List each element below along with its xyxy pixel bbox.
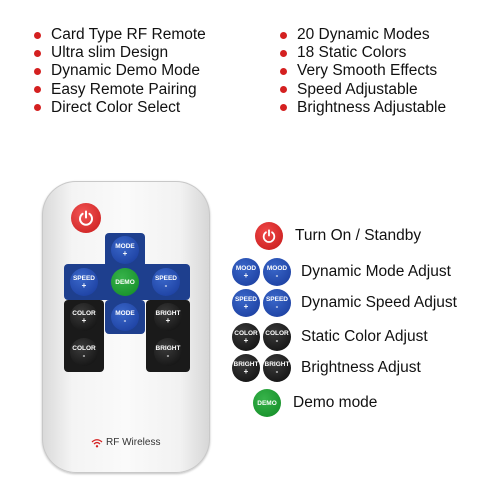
button-label: BRIGHT [155, 309, 181, 317]
power-button[interactable] [71, 203, 101, 233]
legend-speed: SPEED+ SPEED- Dynamic Speed Adjust [232, 289, 457, 317]
button-sign: + [122, 248, 128, 258]
bullet-icon [280, 31, 287, 39]
button-label: SPEED [72, 274, 96, 282]
legend-label: Static Color Adjust [301, 328, 428, 345]
button-sign: + [81, 315, 87, 325]
rf-wireless-label: RF Wireless [91, 437, 160, 448]
rf-remote: MODE + SPEED + DEMO SPEED - COLOR + MODE… [42, 181, 210, 473]
button-sign: - [82, 350, 86, 360]
button-label: SPEED [154, 274, 178, 282]
bright-up-button[interactable]: BRIGHT + [154, 303, 182, 331]
legend-label: Turn On / Standby [295, 227, 422, 244]
button-label: COLOR [72, 309, 96, 317]
button-sign: - [164, 280, 168, 290]
bullet-icon [34, 104, 41, 112]
bullet-icon [280, 86, 287, 94]
speed-up-button[interactable]: SPEED + [70, 268, 98, 296]
bullet-icon [280, 49, 287, 57]
feature-item: 18 Static Colors [280, 44, 446, 62]
bright-minus-icon: BRIGHT- [263, 354, 291, 382]
button-label: MODE [115, 309, 135, 317]
power-icon [255, 222, 283, 250]
color-minus-icon: COLOR- [263, 323, 291, 351]
bullet-icon [34, 86, 41, 94]
feature-text: Easy Remote Pairing [51, 80, 197, 98]
feature-text: 20 Dynamic Modes [297, 26, 430, 43]
feature-text: Brightness Adjustable [297, 98, 447, 116]
bullet-icon [34, 49, 41, 57]
legend-label: Dynamic Mode Adjust [301, 263, 451, 280]
feature-text: 18 Static Colors [297, 44, 407, 62]
bullet-icon [34, 68, 41, 75]
bullet-icon [280, 68, 287, 75]
bullet-icon [34, 31, 41, 39]
feature-item: Easy Remote Pairing [34, 81, 206, 99]
mode-up-button[interactable]: MODE + [111, 236, 139, 264]
button-label: COLOR [72, 344, 96, 352]
button-sign: - [166, 350, 170, 360]
feature-text: Direct Color Select [51, 98, 181, 116]
feature-text: Card Type RF Remote [51, 26, 206, 43]
color-down-button[interactable]: COLOR - [70, 338, 98, 366]
legend-mood: MOOD+ MOOD- Dynamic Mode Adjust [232, 258, 451, 286]
feature-text: Ultra slim Design [51, 44, 169, 62]
power-icon [79, 210, 93, 226]
bright-plus-icon: BRIGHT+ [232, 354, 260, 382]
speed-plus-icon: SPEED+ [232, 289, 260, 317]
feature-text: Speed Adjustable [297, 80, 418, 98]
legend-label: Brightness Adjust [301, 359, 421, 376]
button-sign: + [165, 315, 171, 325]
speed-down-button[interactable]: SPEED - [152, 268, 180, 296]
legend-demo: DEMO Demo mode [253, 389, 377, 417]
legend-power: Turn On / Standby [255, 222, 421, 250]
wifi-icon [91, 438, 103, 447]
mode-down-button[interactable]: MODE - [111, 303, 139, 331]
feature-item: Very Smooth Effects [280, 62, 446, 80]
bullet-icon [280, 104, 287, 112]
button-label: MODE [115, 242, 135, 250]
feature-item: Brightness Adjustable [280, 99, 446, 117]
legend-bright: BRIGHT+ BRIGHT- Brightness Adjust [232, 354, 421, 382]
feature-list-left: Card Type RF Remote Ultra slim Design Dy… [34, 26, 206, 117]
feature-item: Speed Adjustable [280, 81, 446, 99]
color-plus-icon: COLOR+ [232, 323, 260, 351]
color-up-button[interactable]: COLOR + [70, 303, 98, 331]
legend-color: COLOR+ COLOR- Static Color Adjust [232, 323, 428, 351]
button-label: BRIGHT [155, 344, 181, 352]
feature-item: Card Type RF Remote [34, 26, 206, 44]
feature-item: 20 Dynamic Modes [280, 26, 446, 44]
feature-item: Ultra slim Design [34, 44, 206, 62]
feature-item: Dynamic Demo Mode [34, 62, 206, 80]
button-sign: - [123, 315, 127, 325]
legend-label: Dynamic Speed Adjust [301, 294, 457, 311]
speed-minus-icon: SPEED- [263, 289, 291, 317]
button-sign: + [81, 280, 87, 290]
feature-item: Direct Color Select [34, 99, 206, 117]
demo-icon: DEMO [253, 389, 281, 417]
mood-minus-icon: MOOD- [263, 258, 291, 286]
rf-label-text: RF Wireless [106, 437, 161, 448]
mood-plus-icon: MOOD+ [232, 258, 260, 286]
feature-text: Dynamic Demo Mode [51, 62, 201, 80]
feature-list-right: 20 Dynamic Modes 18 Static Colors Very S… [280, 26, 446, 117]
legend-label: Demo mode [293, 394, 378, 411]
bright-down-button[interactable]: BRIGHT - [154, 338, 182, 366]
demo-button[interactable]: DEMO [111, 268, 139, 296]
feature-text: Very Smooth Effects [297, 62, 438, 80]
button-label: DEMO [115, 278, 135, 286]
